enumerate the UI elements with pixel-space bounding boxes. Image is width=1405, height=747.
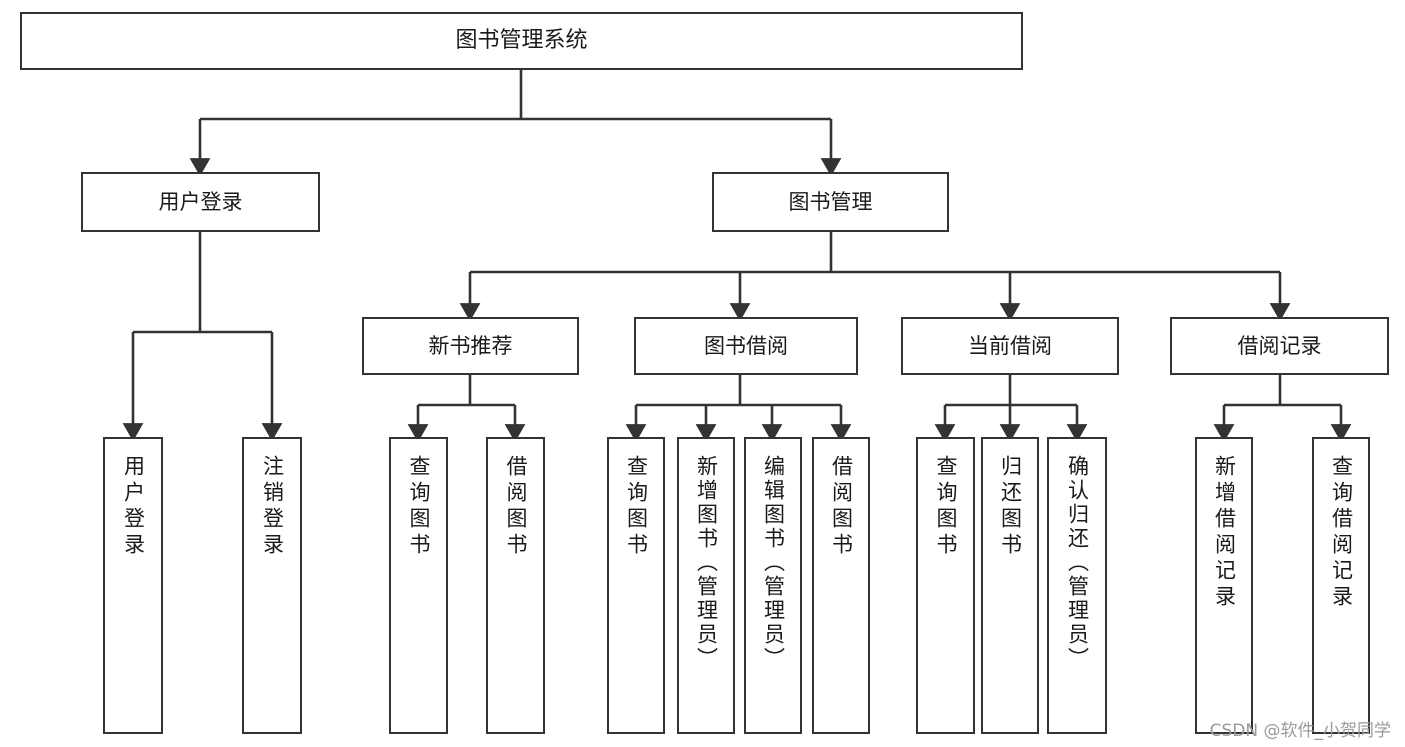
node-label: 新增借阅记录 xyxy=(1212,455,1237,611)
node-label: 新增图书（管理员） xyxy=(694,455,719,671)
node-book-management[interactable]: 图书管理 xyxy=(712,172,949,232)
node-label: 用户登录 xyxy=(158,189,243,214)
node-label: 查询图书 xyxy=(407,455,431,559)
leaf-query-books-recommend[interactable]: 查询图书 xyxy=(389,437,448,734)
leaf-borrow-books-recommend[interactable]: 借阅图书 xyxy=(486,437,545,734)
node-label: 确认归还（管理员） xyxy=(1065,455,1090,671)
node-label: 用户登录 xyxy=(121,455,146,559)
node-root-book-management-system[interactable]: 图书管理系统 xyxy=(20,12,1023,70)
node-label: 查询图书 xyxy=(934,455,958,559)
node-label: 借阅图书 xyxy=(829,455,854,559)
leaf-query-books-borrow[interactable]: 查询图书 xyxy=(607,437,665,734)
leaf-query-borrow-record[interactable]: 查询借阅记录 xyxy=(1312,437,1370,734)
node-label: 查询图书 xyxy=(624,455,649,559)
node-new-book-recommend[interactable]: 新书推荐 xyxy=(362,317,579,375)
node-label: 借阅记录 xyxy=(1237,333,1322,358)
node-label: 查询借阅记录 xyxy=(1329,455,1354,611)
leaf-logout[interactable]: 注销登录 xyxy=(242,437,302,734)
node-label: 图书管理系统 xyxy=(455,28,588,54)
node-label: 编辑图书（管理员） xyxy=(761,455,786,671)
node-label: 注销登录 xyxy=(260,455,285,559)
leaf-add-book-admin[interactable]: 新增图书（管理员） xyxy=(677,437,735,734)
node-label: 当前借阅 xyxy=(968,333,1052,358)
node-label: 图书管理 xyxy=(788,189,873,214)
leaf-user-login[interactable]: 用户登录 xyxy=(103,437,163,734)
node-label: 图书借阅 xyxy=(704,333,788,358)
leaf-confirm-return-admin[interactable]: 确认归还（管理员） xyxy=(1047,437,1107,734)
node-current-borrow[interactable]: 当前借阅 xyxy=(901,317,1119,375)
node-user-login[interactable]: 用户登录 xyxy=(81,172,320,232)
leaf-query-books-current[interactable]: 查询图书 xyxy=(916,437,975,734)
leaf-edit-book-admin[interactable]: 编辑图书（管理员） xyxy=(744,437,802,734)
leaf-add-borrow-record[interactable]: 新增借阅记录 xyxy=(1195,437,1253,734)
watermark-csdn: CSDN @软件_小贺同学 xyxy=(1209,721,1391,741)
node-label: 新书推荐 xyxy=(428,333,513,358)
node-label: 借阅图书 xyxy=(504,455,528,559)
node-book-borrow[interactable]: 图书借阅 xyxy=(634,317,858,375)
node-label: 归还图书 xyxy=(998,455,1023,559)
leaf-borrow-books-borrow[interactable]: 借阅图书 xyxy=(812,437,870,734)
leaf-return-books[interactable]: 归还图书 xyxy=(981,437,1039,734)
node-borrow-record[interactable]: 借阅记录 xyxy=(1170,317,1389,375)
